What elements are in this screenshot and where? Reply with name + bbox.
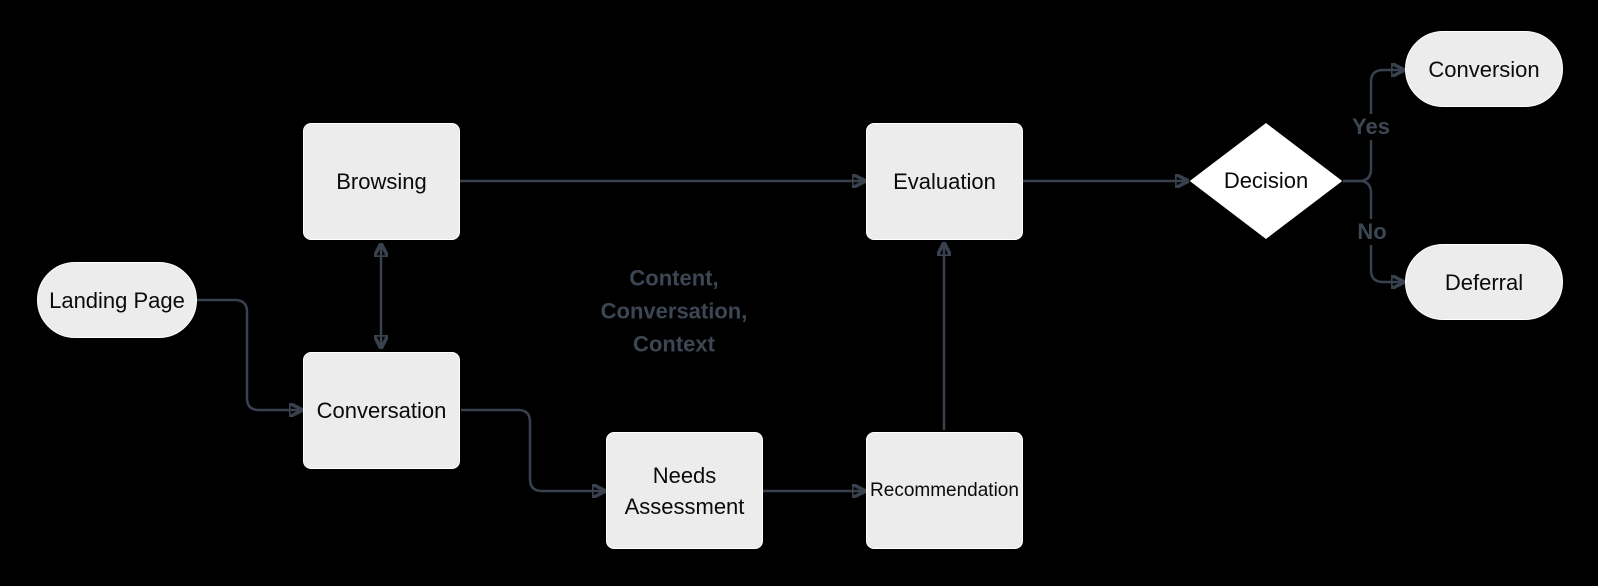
edge-landing-to-conversation — [197, 298, 301, 410]
node-browsing: Browsing — [303, 123, 460, 240]
node-deferral: Deferral — [1405, 244, 1563, 320]
node-needs-assessment: Needs Assessment — [606, 432, 763, 549]
edge-conversation-to-needs-assessment — [461, 408, 604, 491]
node-landing-page-label: Landing Page — [49, 287, 185, 313]
node-deferral-label: Deferral — [1444, 269, 1524, 295]
context-note-line-1: Content, — [629, 265, 719, 291]
node-conversation-label: Conversation — [316, 398, 447, 423]
node-conversion: Conversion — [1405, 31, 1563, 107]
node-browsing-label: Browsing — [336, 169, 427, 194]
node-landing-page: Landing Page — [37, 262, 197, 338]
node-recommendation: Recommendation — [866, 432, 1023, 549]
decision-diamond-shape — [1189, 123, 1343, 239]
node-decision-label: Decision — [1223, 168, 1309, 193]
node-evaluation-label: Evaluation — [893, 169, 996, 194]
node-conversion-label: Conversion — [1428, 56, 1540, 82]
edge-label-context-note: Content, Conversation, Context — [601, 262, 748, 361]
context-note-line-2: Conversation, — [600, 298, 748, 324]
context-note-line-3: Context — [633, 331, 715, 357]
node-recommendation-label: Recommendation — [870, 480, 1019, 501]
edge-label-yes: Yes — [1347, 114, 1395, 140]
edge-label-no: No — [1352, 219, 1392, 245]
node-needs-assessment-label: Needs Assessment — [624, 462, 745, 519]
node-evaluation: Evaluation — [866, 123, 1023, 240]
node-decision: Decision — [1189, 123, 1343, 239]
node-conversation: Conversation — [303, 352, 460, 469]
